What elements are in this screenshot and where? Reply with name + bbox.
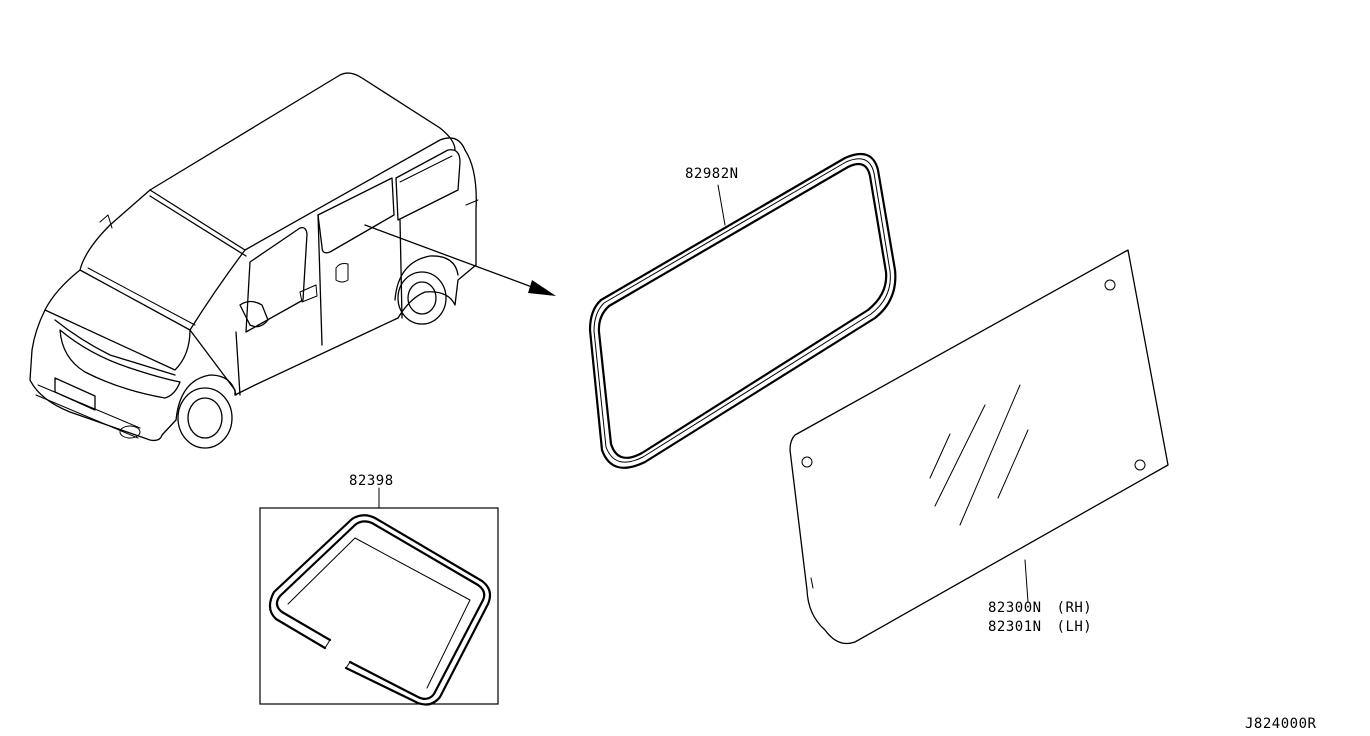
seal-kit-box (259, 487, 499, 706)
side-window-glass-part (789, 249, 1169, 645)
van-illustration (29, 72, 479, 449)
glass-rh-side: (RH) (1057, 600, 1093, 616)
seal-molding-part (588, 152, 897, 469)
diagram-code: J824000R (1245, 716, 1317, 732)
direction-arrow (364, 224, 556, 296)
glass-lh-number: 82301N (988, 619, 1042, 635)
seal-molding-label: 82982N (685, 166, 739, 182)
glass-rh-number: 82300N (988, 600, 1042, 616)
glass-lh-side: (LH) (1057, 619, 1093, 635)
glass-lh-label: 82301N (LH) (988, 619, 1092, 635)
glass-rh-label: 82300N (RH) (988, 600, 1092, 616)
seal-kit-label: 82398 (349, 473, 394, 489)
